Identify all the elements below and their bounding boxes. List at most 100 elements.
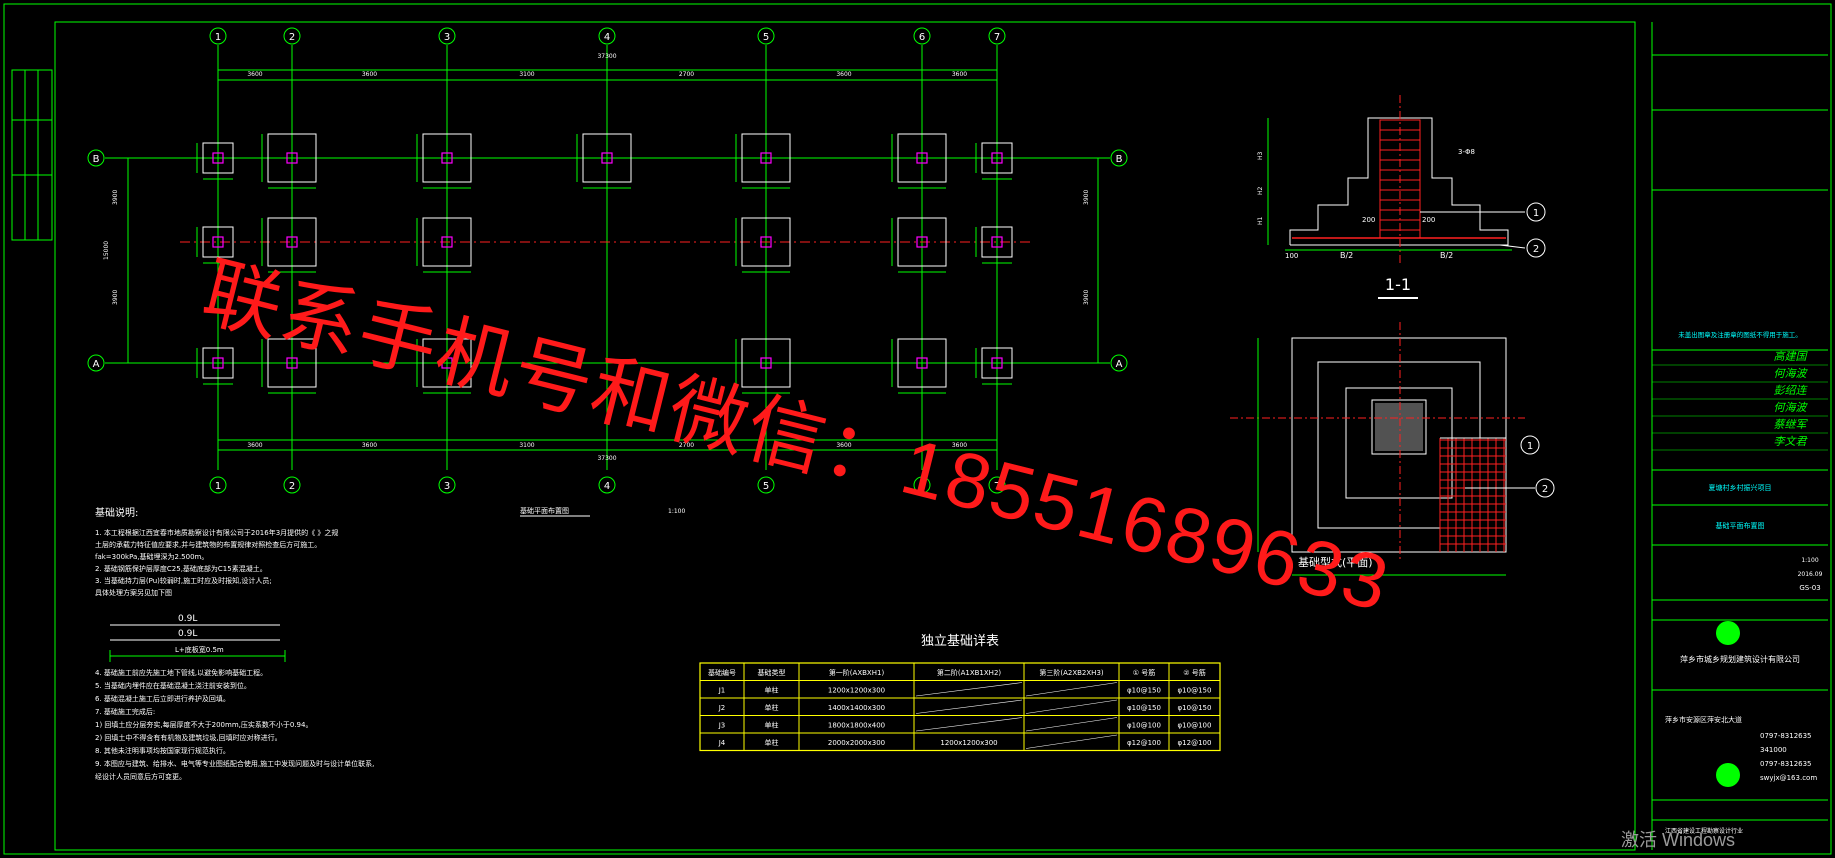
axis-bubble xyxy=(757,476,775,494)
footing-outline xyxy=(741,338,791,388)
dimension-text: 3600 xyxy=(836,442,851,449)
axis-label: A xyxy=(93,359,100,370)
note-line: 5. 当基础内埋件应在基础混凝土浇注前安装到位。 xyxy=(95,681,251,690)
axis-bubble xyxy=(598,27,616,45)
signature: 蔡继军 xyxy=(1774,418,1809,431)
sheet-border xyxy=(3,3,1832,855)
footing-outline xyxy=(422,338,472,388)
table-cell: J3 xyxy=(718,722,726,730)
column-outline xyxy=(991,236,1003,248)
note-line: 7. 基础施工完成后: xyxy=(95,707,155,716)
table-title: 独立基础详表 xyxy=(921,634,999,649)
column-outline xyxy=(601,152,613,164)
axis-bubble xyxy=(209,27,227,45)
axis-bubble xyxy=(87,149,105,167)
table-empty-slash xyxy=(1025,699,1118,714)
footing-outline xyxy=(202,142,234,174)
drawing-frame xyxy=(54,21,1636,851)
section-label: H1 xyxy=(1257,216,1264,225)
axis-label: 2 xyxy=(289,32,295,43)
column-outline xyxy=(441,152,453,164)
axis-bubble xyxy=(87,354,105,372)
leader xyxy=(1499,244,1526,249)
column-outline xyxy=(286,236,298,248)
table-empty-slash xyxy=(1025,734,1118,749)
table-cell: 1200x1200x300 xyxy=(940,739,997,747)
table-header: ① 号筋 xyxy=(1133,668,1156,677)
callout-number: 1 xyxy=(1527,441,1533,452)
callout-bubble xyxy=(1526,238,1546,258)
diagram-label: 0.9L xyxy=(178,629,197,639)
company-logo-icon xyxy=(1716,621,1740,645)
note-line: 9. 本图应与建筑、给排水、电气等专业图纸配合使用,施工中发现问题及时与设计单位… xyxy=(95,759,374,768)
footing-outline xyxy=(267,217,317,267)
drawing-name: 基础平面布置图 xyxy=(1716,521,1765,530)
footing-outline xyxy=(582,133,632,183)
column-outline xyxy=(760,357,772,369)
footing-outline xyxy=(897,217,947,267)
note-line: 1. 本工程根据江西宜春市地质勘察设计有限公司于2016年3月提供的《 》之规 xyxy=(95,528,338,537)
signature: 李文君 xyxy=(1774,435,1809,448)
dimension-text: 3900 xyxy=(112,190,119,205)
table-empty-slash xyxy=(915,717,1023,732)
note-line: 土层的承载力特征值应要求,并与建筑物的布置规律对照检查后方可施工。 xyxy=(95,540,321,549)
table-cell: 单柱 xyxy=(765,721,779,730)
table-empty-slash xyxy=(1025,717,1118,732)
axis-label: 7 xyxy=(994,481,1000,492)
axis-label: 2 xyxy=(289,481,295,492)
dimension-text: 3600 xyxy=(247,442,262,449)
dimension-text: 3600 xyxy=(836,71,851,78)
dimension-text: 3900 xyxy=(112,290,119,305)
table-cell: φ10@150 xyxy=(1127,687,1161,695)
axis-bubble xyxy=(598,476,616,494)
signature: 高建国 xyxy=(1774,350,1809,363)
axis-label: 7 xyxy=(994,32,1000,43)
table-cell: J1 xyxy=(718,687,726,695)
footing-step xyxy=(1371,399,1427,455)
section-label: H3 xyxy=(1257,151,1264,160)
footing-outline xyxy=(897,133,947,183)
windows-activation-watermark: 激活 Windows xyxy=(1620,830,1735,850)
table-header: 基础编号 xyxy=(708,668,736,677)
footing-table: 独立基础详表基础编号J1J2J3J4基础类型单柱单柱单柱单柱第一阶(AXBXH1… xyxy=(699,634,1221,752)
column-outline xyxy=(212,152,224,164)
axis-label: B xyxy=(1116,154,1123,165)
footing-outline xyxy=(741,133,791,183)
table-header: ② 号筋 xyxy=(1183,668,1206,677)
dimension-text: 3600 xyxy=(952,442,967,449)
axis-label: 1 xyxy=(215,32,221,43)
column-outline xyxy=(916,152,928,164)
column-outline xyxy=(991,357,1003,369)
axis-bubble xyxy=(1110,149,1128,167)
table-cell: 2000x2000x300 xyxy=(828,739,885,747)
title-block: 未盖出图章及注册章的图纸不得用于施工。高建国何海波彭绍连何海波蔡继军李文君夏塘村… xyxy=(1651,22,1828,850)
dimension-text: 3100 xyxy=(519,71,534,78)
diagram-label: 0.9L xyxy=(178,614,197,624)
axis-label: 3 xyxy=(444,481,450,492)
section-label: B/2 xyxy=(1340,251,1353,260)
table-empty-slash xyxy=(915,682,1023,697)
axis-label: 5 xyxy=(763,481,769,492)
dimension-text: 2700 xyxy=(679,71,694,78)
table-cell: φ10@150 xyxy=(1178,687,1212,695)
table-cell: φ10@150 xyxy=(1127,704,1161,712)
table-cell: J2 xyxy=(718,704,726,712)
axis-bubble xyxy=(913,27,931,45)
note-line: 3. 当基础持力层(Pu)较弱时,施工时应及时报知,设计人员; xyxy=(95,576,272,585)
table-cell: 单柱 xyxy=(765,738,779,747)
diagram-label: L+底板宽0.5m xyxy=(175,645,224,654)
column-outline xyxy=(286,357,298,369)
table-header: 第一阶(AXBXH1) xyxy=(829,668,885,677)
section-label: 3-Φ8 xyxy=(1458,148,1475,156)
dimension-text: 3600 xyxy=(952,71,967,78)
footing-outline xyxy=(897,338,947,388)
column-outline xyxy=(760,152,772,164)
axis-label: 6 xyxy=(919,481,925,492)
section-label: 200 xyxy=(1422,216,1435,224)
axis-label: 5 xyxy=(763,32,769,43)
plan-detail-title: 基础型式(平面) xyxy=(1298,555,1373,569)
